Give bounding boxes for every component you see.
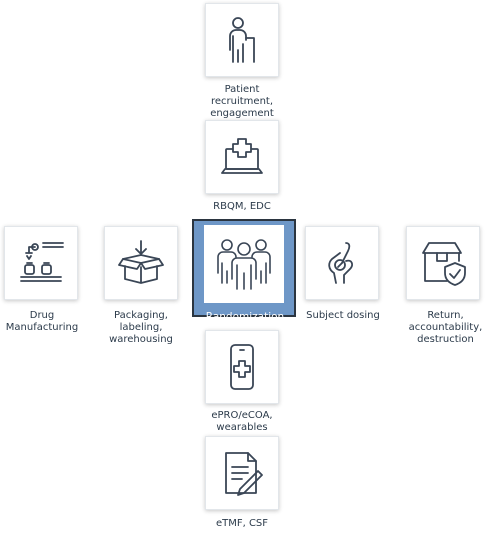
epro-ecoa-tile[interactable] — [205, 330, 279, 404]
smartphone-medical-icon — [230, 344, 254, 390]
randomization-label: Randomization — [205, 311, 285, 323]
subject-dosing-tile[interactable] — [305, 226, 379, 300]
hand-holding-pill-icon — [328, 242, 353, 284]
subject-dosing-label: Subject dosing — [306, 310, 380, 321]
patient-recruitment-tile[interactable] — [205, 3, 279, 77]
package-box-icon — [118, 240, 164, 284]
person-with-cane-icon — [229, 17, 255, 63]
etmf-csf-tile[interactable] — [205, 436, 279, 510]
return-label: Return, accountability, destruction — [408, 310, 483, 345]
patient-recruitment-label: Patient recruitment, engagement — [210, 84, 274, 119]
document-with-pen-icon — [225, 452, 263, 496]
return-tile[interactable] — [406, 226, 480, 300]
rbqm-edc-label: RBQM, EDC — [213, 201, 271, 212]
epro-ecoa-label: ePRO/eCOA, wearables — [211, 410, 273, 433]
packaging-label: Packaging, labeling, warehousing — [109, 310, 173, 345]
rbqm-edc-tile[interactable] — [205, 120, 279, 194]
packaging-tile[interactable] — [104, 226, 178, 300]
randomization-tile[interactable] — [193, 220, 295, 316]
group-of-people-icon — [217, 239, 271, 290]
etmf-csf-label: eTMF, CSF — [215, 518, 269, 529]
drug-manufacturing-label: Drug Manufacturing — [5, 310, 79, 333]
randomization-icon-frame — [204, 225, 284, 303]
factory-robot-arm-icon — [20, 242, 64, 282]
box-with-shield-icon — [422, 242, 466, 286]
laptop-medical-icon — [221, 138, 263, 174]
drug-manufacturing-tile[interactable] — [4, 226, 78, 300]
